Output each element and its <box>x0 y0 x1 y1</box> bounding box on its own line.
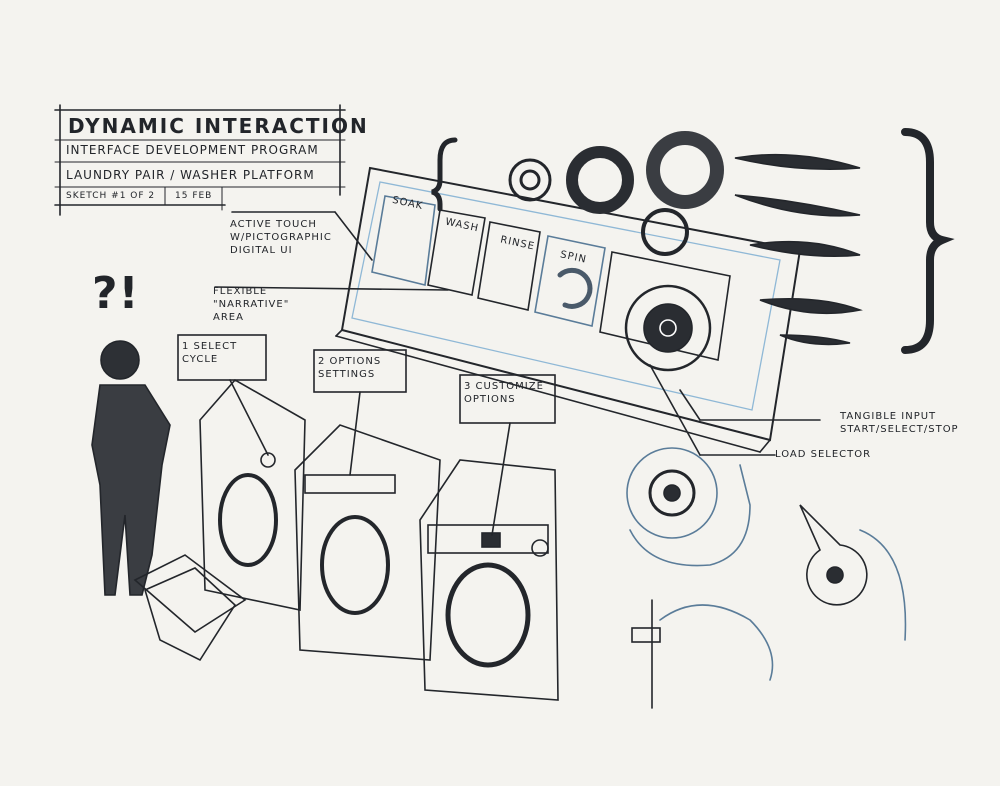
title-block-frame <box>54 104 346 216</box>
sketch-number: Sketch #1 of 2 <box>66 191 156 201</box>
control-panel-sketch <box>335 166 802 453</box>
annotation-step-3: 3 Customize options <box>464 381 544 405</box>
title: Dynamic Interaction <box>68 114 369 138</box>
annotation-flexible-area: Flexible "narrative" area <box>213 286 290 323</box>
icon-concepts <box>431 128 955 354</box>
annotation-tangible-input: Tangible input start/select/stop <box>840 411 959 435</box>
laundry-basket <box>133 554 247 662</box>
annotation-step-2: 2 Options settings <box>318 356 382 380</box>
callout-box-3 <box>459 374 556 424</box>
subtitle: Interface Development Program <box>66 143 319 157</box>
hand-knob-sketches <box>626 447 907 709</box>
person-figure <box>91 340 171 596</box>
washer-2 <box>294 424 441 661</box>
annotation-step-1: 1 Select cycle <box>182 341 238 365</box>
project-name: Laundry Pair / Washer Platform <box>66 168 315 182</box>
annotation-load-selector: Load selector <box>775 449 872 460</box>
callout-box-1 <box>177 334 267 381</box>
washer-3 <box>419 459 559 701</box>
confused-mark: ?! <box>92 268 140 319</box>
annotation-active-touch: Active touch w/pictographic digital UI <box>230 219 332 256</box>
washer-1 <box>199 378 306 611</box>
sketch-date: 15 Feb <box>175 191 213 201</box>
